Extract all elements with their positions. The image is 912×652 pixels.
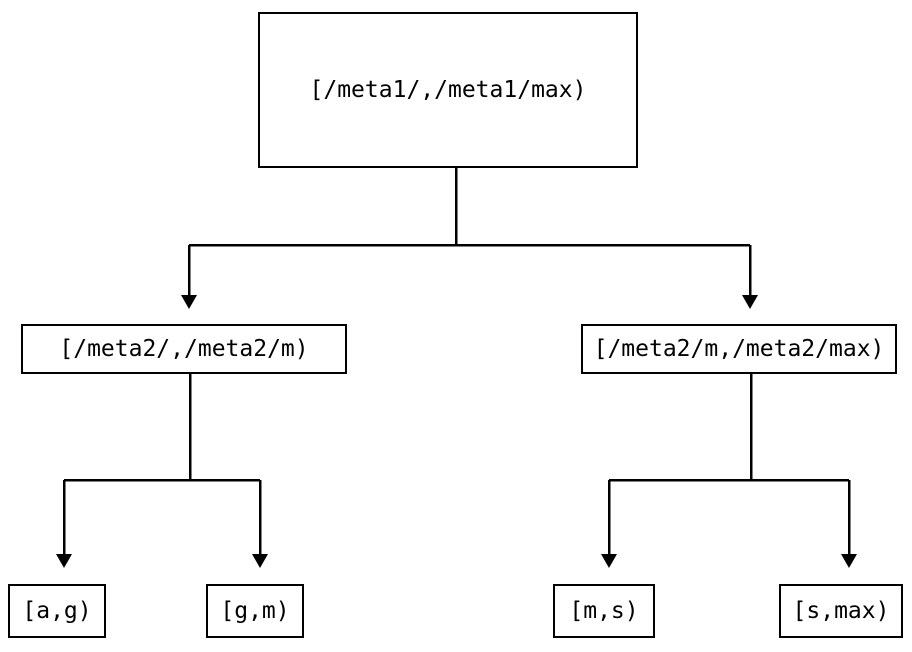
tree-node-level2-left: [/meta2/,/meta2/m): [21, 324, 347, 374]
tree-leaf-a-g: [a,g): [8, 584, 106, 638]
arrowhead-to-leaf-gm: [252, 554, 268, 568]
arrowhead-to-leaf-ag: [56, 554, 72, 568]
tree-leaf-s-max: [s,max): [779, 584, 903, 638]
arrowhead-to-l2-left: [181, 295, 197, 309]
arrowhead-to-leaf-smax: [841, 554, 857, 568]
tree-leaf-m-s: [m,s): [553, 584, 655, 638]
tree-leaf-g-m: [g,m): [206, 584, 304, 638]
tree-node-root: [/meta1/,/meta1/max): [258, 12, 638, 168]
arrowhead-to-leaf-ms: [601, 554, 617, 568]
arrowhead-to-l2-right: [742, 295, 758, 309]
tree-node-level2-right: [/meta2/m,/meta2/max): [581, 324, 897, 374]
